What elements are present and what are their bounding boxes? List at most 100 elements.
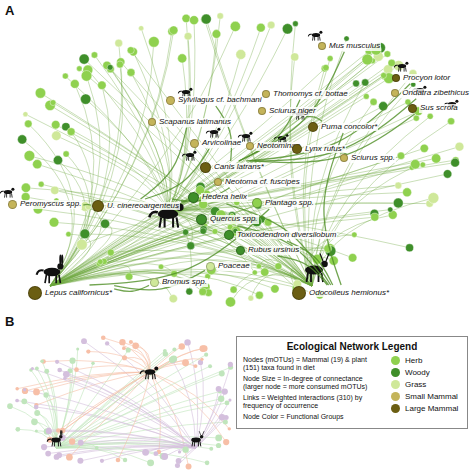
taxon-dot (225, 297, 235, 307)
taxon-dot (228, 362, 233, 367)
taxon-dot (127, 68, 135, 76)
legend-note: Node Color = Functional Groups (243, 413, 383, 421)
taxon-dot (252, 270, 257, 275)
taxon-dot (327, 55, 333, 61)
network-link (63, 372, 150, 431)
taxon-dot (21, 183, 30, 192)
diet-link (250, 99, 416, 161)
legend-swatch (391, 380, 400, 389)
network-link (110, 67, 168, 212)
legend-columns: Nodes (mOTUs) = Mammal (19) & plant (151… (243, 356, 461, 424)
network-link (58, 372, 150, 431)
network-link (17, 372, 150, 389)
network-link (31, 370, 56, 448)
taxon-dot (69, 438, 75, 444)
network-link (10, 406, 56, 448)
taxon-dot (77, 458, 83, 464)
taxon-label: U. cinereoargenteus (106, 202, 180, 211)
network-link (165, 446, 196, 456)
network-link (168, 59, 367, 212)
network-link (25, 390, 196, 448)
taxon-dot (56, 428, 61, 433)
taxon-dot (38, 181, 44, 187)
network-link (76, 366, 150, 372)
taxon-label: Thomomys cf. bottae (272, 90, 349, 99)
taxon-dot (362, 54, 373, 65)
diet-link (90, 209, 270, 285)
diet-link (83, 204, 91, 206)
taxon-dot (77, 66, 83, 72)
network-link (56, 447, 125, 460)
taxon-dot (194, 364, 198, 368)
network-link (79, 69, 312, 286)
taxon-dot (46, 428, 52, 434)
network-link (56, 359, 174, 448)
taxon-dot (448, 118, 455, 125)
taxon-dot (148, 118, 156, 126)
taxon-dot (212, 229, 218, 235)
network-link (17, 400, 196, 448)
taxon-dot (308, 122, 318, 132)
taxon-dot (153, 451, 158, 456)
taxon-dot (179, 343, 185, 349)
taxon-dot (79, 54, 89, 64)
taxon-dot (223, 439, 229, 445)
network-link (56, 446, 163, 456)
taxon-dot (169, 294, 177, 302)
taxon-node: U. cinereoargenteus (92, 200, 180, 212)
network-link (53, 103, 312, 286)
network-link (236, 231, 312, 286)
network-link (60, 370, 196, 448)
taxon-dot (34, 405, 39, 410)
taxon-dot (161, 453, 168, 460)
network-link (50, 225, 206, 286)
taxon-dot (282, 24, 292, 34)
taxon-dot (172, 347, 176, 351)
network-link (37, 369, 56, 448)
taxon-node: Odocoileus hemionus* (292, 286, 390, 300)
taxon-dot (384, 51, 391, 58)
network-link (50, 26, 235, 286)
taxon-dot (178, 54, 187, 63)
network-link (150, 349, 203, 372)
taxon-dot (271, 285, 279, 293)
diet-link (216, 106, 232, 161)
taxon-dot (169, 357, 176, 364)
taxon-label: Plantago spp. (264, 199, 315, 208)
legend-note: Nodes (mOTUs) = Mammal (19) & plant (151… (243, 356, 383, 372)
taxon-dot (318, 42, 326, 50)
legend-note: Links = Weighted interactions (310) by f… (243, 394, 383, 410)
taxon-dot (116, 61, 123, 68)
taxon-dot (214, 178, 222, 186)
taxon-dot (45, 451, 51, 457)
taxon-dot (204, 353, 208, 357)
taxon-dot (18, 135, 27, 144)
taxon-dot (292, 286, 306, 300)
taxon-dot (255, 291, 263, 299)
taxon-label: Sus scrofa (419, 104, 459, 113)
network-link (179, 447, 197, 460)
network-link (56, 360, 172, 448)
taxon-dot (163, 349, 167, 353)
taxon-dot (139, 26, 144, 31)
taxon-dot (31, 367, 34, 370)
taxon-dot (182, 14, 190, 22)
taxon-dot (222, 388, 228, 394)
network-link (50, 156, 401, 286)
network-link (56, 363, 93, 448)
network-link (50, 217, 375, 286)
taxon-node: Ondatra zibethicus (391, 89, 470, 98)
taxon-node: Sciurus spp. (340, 154, 396, 163)
taxon-dot (63, 371, 70, 378)
taxon-dot (100, 459, 104, 463)
diet-link (246, 84, 410, 161)
diet-link (181, 201, 187, 202)
taxon-dot (275, 263, 282, 270)
taxon-label: Peromyscus spp. (19, 200, 82, 209)
taxon-dot (70, 80, 79, 89)
network-link (50, 48, 380, 286)
legend-swatch (391, 404, 400, 413)
taxon-dot (43, 392, 48, 397)
taxon-dot (256, 264, 261, 269)
network-link (49, 431, 196, 448)
